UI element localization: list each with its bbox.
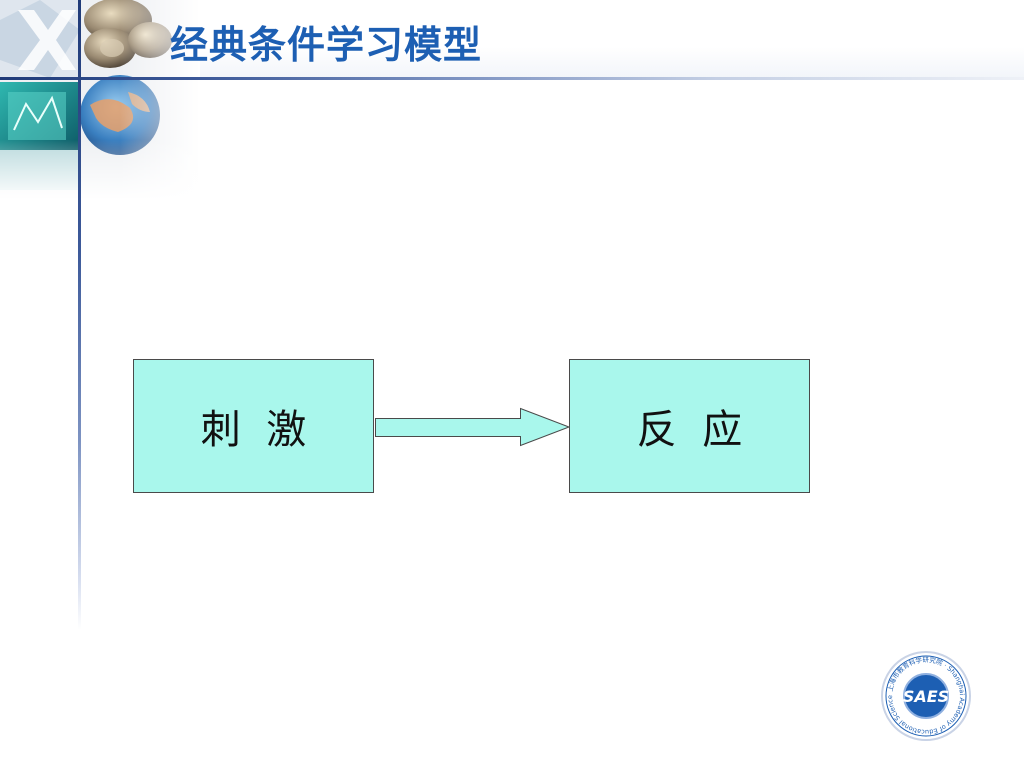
stimulus-node: 刺 激 xyxy=(133,359,374,493)
decorative-collage-image xyxy=(0,0,200,200)
header-divider-line xyxy=(0,77,1024,80)
arrow-shape xyxy=(375,407,571,447)
saes-logo: SAES 上海市教育科学研究院 · Shanghai Academy of Ed… xyxy=(880,650,971,741)
stimulus-to-response-arrow xyxy=(375,407,571,447)
header-band xyxy=(80,0,1024,78)
vertical-divider-line xyxy=(78,0,81,630)
page-title: 经典条件学习模型 xyxy=(170,23,483,67)
logo-text: SAES xyxy=(903,687,949,706)
response-node: 反 应 xyxy=(569,359,810,493)
